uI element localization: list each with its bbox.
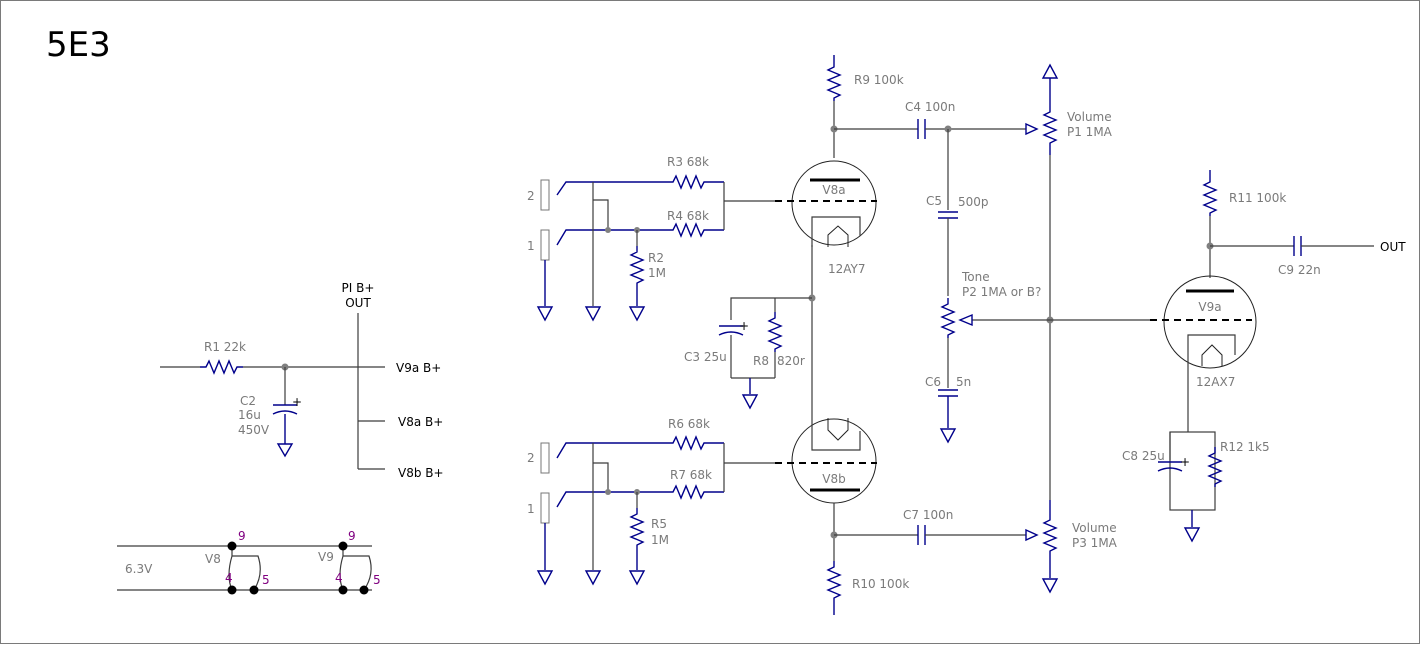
c3-polarity: + <box>739 319 749 333</box>
c2-polarity: + <box>292 395 302 409</box>
r2-label: R2 <box>648 251 664 265</box>
r4-label: R4 68k <box>667 209 709 223</box>
c5-label: C5 <box>926 194 942 208</box>
r9-label: R9 100k <box>854 73 904 87</box>
v8-pin9-label: 9 <box>238 529 246 543</box>
c2-voltage: 450V <box>238 423 270 437</box>
input-jacks-bottom: 2 1 R6 68k R7 68k R5 1M <box>527 417 775 586</box>
input-jacks-top: 2 1 R3 68k R4 68k R2 1M <box>527 155 775 322</box>
r10-label: R10 100k <box>852 577 909 591</box>
heater-v9-label: V9 <box>318 550 334 564</box>
v8a-tube <box>791 160 877 246</box>
r3-label: R3 68k <box>667 155 709 169</box>
v9-pin5-label: 5 <box>373 573 381 587</box>
input-jack-2-top <box>540 179 550 211</box>
v9-pin9-label: 9 <box>348 529 356 543</box>
jack1-bottom-label: 1 <box>527 502 535 516</box>
v8b-bplus-label: V8b B+ <box>398 466 444 480</box>
c5-value: 500p <box>958 195 989 209</box>
c6-value: 5n <box>956 375 971 389</box>
r1-label: R1 22k <box>204 340 246 354</box>
v9a-tube <box>1163 275 1257 369</box>
v8b-label: V8b <box>822 472 845 486</box>
power-supply: + R1 22k C2 16u 450V PI B+ OUT V9a B+ V8… <box>160 281 444 480</box>
v9a-label: V9a <box>1198 300 1221 314</box>
r11-label: R11 100k <box>1229 191 1286 205</box>
input-jack-1-top <box>540 229 550 261</box>
r5-label: R5 <box>651 517 667 531</box>
pi-bplus-label: PI B+ <box>342 281 375 295</box>
v8-pin5-label: 5 <box>262 573 270 587</box>
r8-label: R8 <box>753 354 769 368</box>
r6-label: R6 68k <box>668 417 710 431</box>
input-jack-1-bottom <box>540 492 550 524</box>
output-label: OUT <box>1380 240 1406 254</box>
input-jack-2-bottom <box>540 442 550 474</box>
volume3-label: Volume <box>1072 521 1117 535</box>
c7-label: C7 100n <box>903 508 953 522</box>
tone-value: P2 1MA or B? <box>962 285 1041 299</box>
r7-label: R7 68k <box>670 468 712 482</box>
c9-label: C9 22n <box>1278 263 1321 277</box>
tone-volume-network: C4 100n Volume P1 1MA C5 500p Tone P2 1M… <box>834 63 1150 594</box>
v8-pin4-label: 4 <box>225 571 233 585</box>
first-gain-stage: R9 100k V8a 12AY7 + C3 25u R8 820r V8b <box>684 55 909 615</box>
heater-wiring: 6.3V V8 V9 9 4 5 9 4 5 <box>117 529 381 595</box>
heater-voltage-label: 6.3V <box>125 562 153 576</box>
r5-value: 1M <box>651 533 669 547</box>
pi-bplus-out-label: OUT <box>345 296 371 310</box>
c8-polarity: + <box>1180 455 1190 469</box>
volume1-label: Volume <box>1067 110 1112 124</box>
v8a-label: V8a <box>822 183 845 197</box>
v9-tube-type-label: 12AX7 <box>1196 375 1235 389</box>
jack2-bottom-label: 2 <box>527 451 535 465</box>
c4-label: C4 100n <box>905 100 955 114</box>
volume1-value: P1 1MA <box>1067 125 1113 139</box>
v8-tube-type-label: 12AY7 <box>828 262 866 276</box>
v8a-bplus-label: V8a B+ <box>398 415 443 429</box>
r8-value: 820r <box>777 354 805 368</box>
c3-label: C3 25u <box>684 350 727 364</box>
volume3-value: P3 1MA <box>1072 536 1118 550</box>
r2-value: 1M <box>648 266 666 280</box>
heater-v8-label: V8 <box>205 552 221 566</box>
r1-resistor <box>200 359 243 375</box>
c2-value: 16u <box>238 408 261 422</box>
c2-label: C2 <box>240 394 256 408</box>
second-gain-stage: R11 100k OUT C9 22n V9a 12AX7 + C8 25u R… <box>1122 170 1406 543</box>
schematic-title: 5E3 <box>46 25 111 65</box>
c8-label: C8 25u <box>1122 449 1165 463</box>
v9-pin4-label: 4 <box>335 571 343 585</box>
v9a-bplus-label: V9a B+ <box>396 361 441 375</box>
c6-label: C6 <box>925 375 941 389</box>
jack2-top-label: 2 <box>527 189 535 203</box>
tone-label: Tone <box>961 270 990 284</box>
jack1-top-label: 1 <box>527 239 535 253</box>
r12-label: R12 1k5 <box>1220 440 1270 454</box>
